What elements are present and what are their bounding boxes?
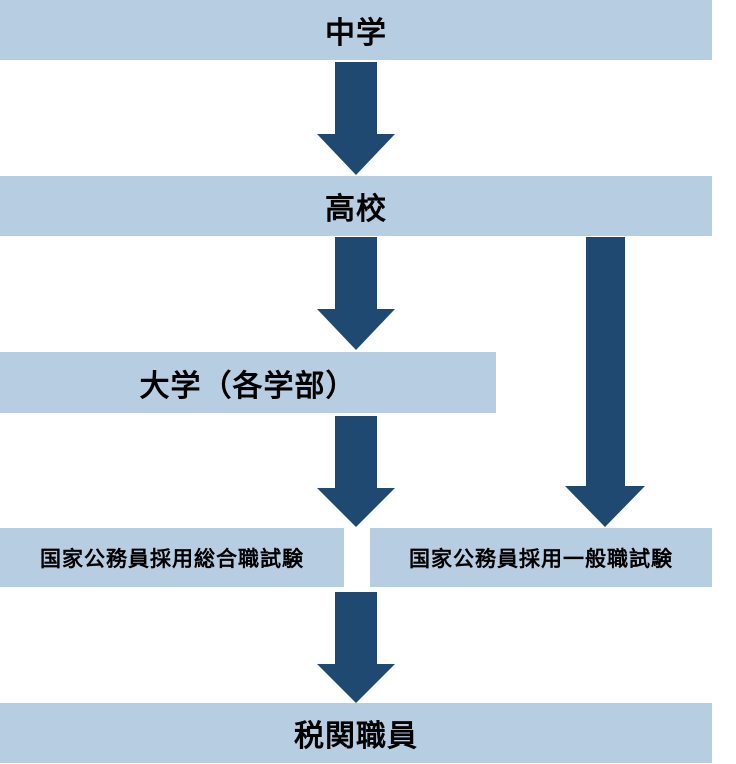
node-exam-general: 国家公務員採用一般職試験: [370, 528, 712, 587]
node-label: 税関職員: [294, 719, 418, 754]
arrow-down-icon: [317, 237, 395, 350]
node-label: 国家公務員採用一般職試験: [409, 546, 673, 571]
arrow-down-icon: [565, 237, 645, 527]
node-label: 国家公務員採用総合職試験: [40, 546, 304, 571]
node-junior-high: 中学: [0, 0, 712, 60]
node-university: 大学（各学部）: [0, 352, 496, 413]
node-label: 中学: [325, 16, 387, 51]
node-exam-comprehensive: 国家公務員採用総合職試験: [0, 528, 344, 587]
node-label: 大学（各学部）: [139, 368, 357, 404]
node-customs-officer: 税関職員: [0, 703, 712, 763]
arrow-down-icon: [317, 592, 395, 703]
node-high-school: 高校: [0, 176, 712, 236]
arrow-down-icon: [317, 62, 395, 175]
arrow-down-icon: [317, 416, 395, 527]
node-label: 高校: [325, 192, 387, 227]
